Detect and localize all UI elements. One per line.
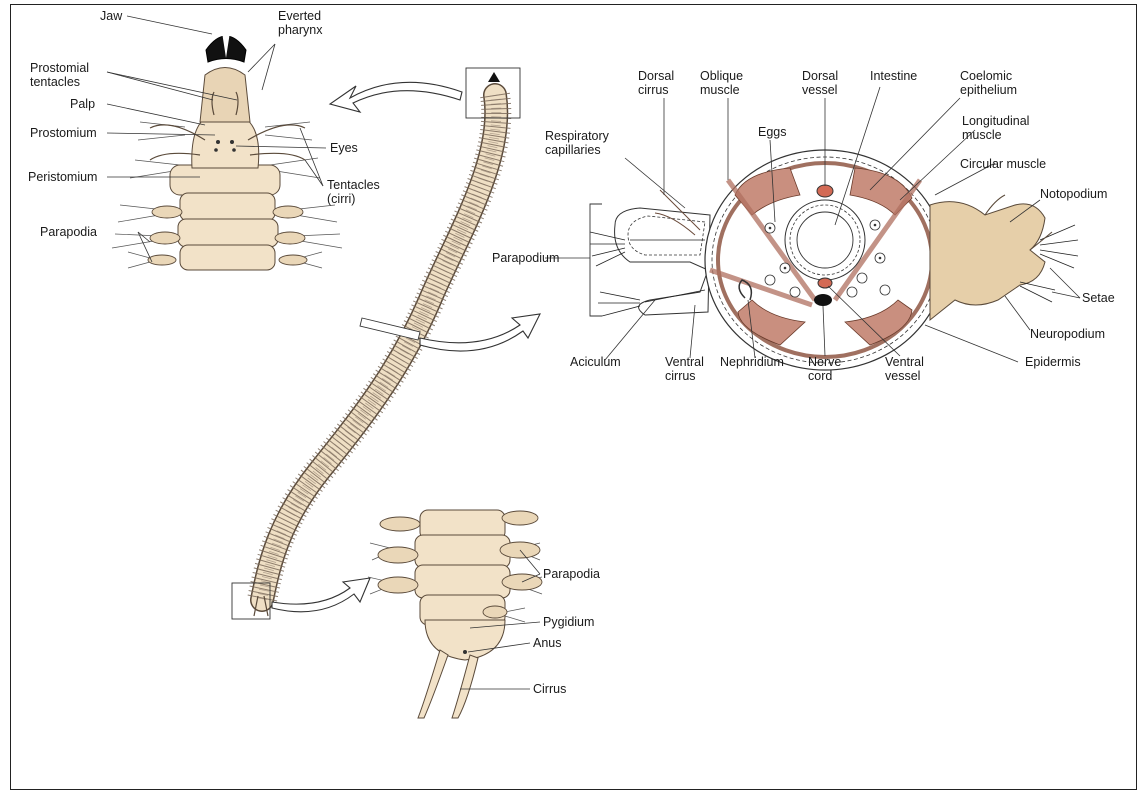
- label-neuropodium: Neuropodium: [1030, 327, 1105, 341]
- label-line: cirrus: [638, 83, 669, 97]
- label-line: Respiratory: [545, 129, 610, 143]
- label-line: Coelomic: [960, 69, 1012, 83]
- label-line: (cirri): [327, 192, 355, 206]
- label-line: cord: [808, 369, 832, 383]
- label-parapodium: Parapodium: [492, 251, 559, 265]
- label-line: pharynx: [278, 23, 323, 37]
- head-illustration: [112, 32, 342, 270]
- label-line: Everted: [278, 9, 321, 23]
- label-line: muscle: [700, 83, 740, 97]
- tail-labels: Parapodia Pygidium Anus Cirrus: [533, 567, 600, 696]
- label-line: Longitudinal: [962, 114, 1029, 128]
- label-jaw: Jaw: [100, 9, 123, 23]
- tail-illustration: [368, 510, 542, 718]
- label-notopodium: Notopodium: [1040, 187, 1107, 201]
- label-line: Dorsal: [802, 69, 838, 83]
- label-cirrus: Cirrus: [533, 682, 566, 696]
- label-line: tentacles: [30, 75, 80, 89]
- label-circular-muscle: Circular muscle: [960, 157, 1046, 171]
- label-line: Prostomial: [30, 61, 89, 75]
- label-line: capillaries: [545, 143, 601, 157]
- label-parapodia-head: Parapodia: [40, 225, 97, 239]
- label-intestine: Intestine: [870, 69, 917, 83]
- label-line: epithelium: [960, 83, 1017, 97]
- label-setae: Setae: [1082, 291, 1115, 305]
- label-peristomium: Peristomium: [28, 170, 97, 184]
- label-epidermis: Epidermis: [1025, 355, 1081, 369]
- label-eggs: Eggs: [758, 125, 787, 139]
- label-anus: Anus: [533, 636, 562, 650]
- label-pygidium: Pygidium: [543, 615, 594, 629]
- label-palp: Palp: [70, 97, 95, 111]
- label-parapodia-tail: Parapodia: [543, 567, 600, 581]
- label-line: Nerve: [808, 355, 841, 369]
- label-line: vessel: [802, 83, 837, 97]
- label-aciculum: Aciculum: [570, 355, 621, 369]
- label-line: cirrus: [665, 369, 696, 383]
- cross-section-illustration: [590, 150, 1078, 370]
- label-line: Tentacles: [327, 178, 380, 192]
- label-line: vessel: [885, 369, 920, 383]
- label-prostomium: Prostomium: [30, 126, 97, 140]
- label-eyes: Eyes: [330, 141, 358, 155]
- label-line: Ventral: [885, 355, 924, 369]
- label-tentacles-cirri: Tentacles(cirri): [327, 178, 380, 206]
- label-line: Dorsal: [638, 69, 674, 83]
- label-line: muscle: [962, 128, 1002, 142]
- label-nephridium: Nephridium: [720, 355, 784, 369]
- label-line: Oblique: [700, 69, 743, 83]
- label-line: Ventral: [665, 355, 704, 369]
